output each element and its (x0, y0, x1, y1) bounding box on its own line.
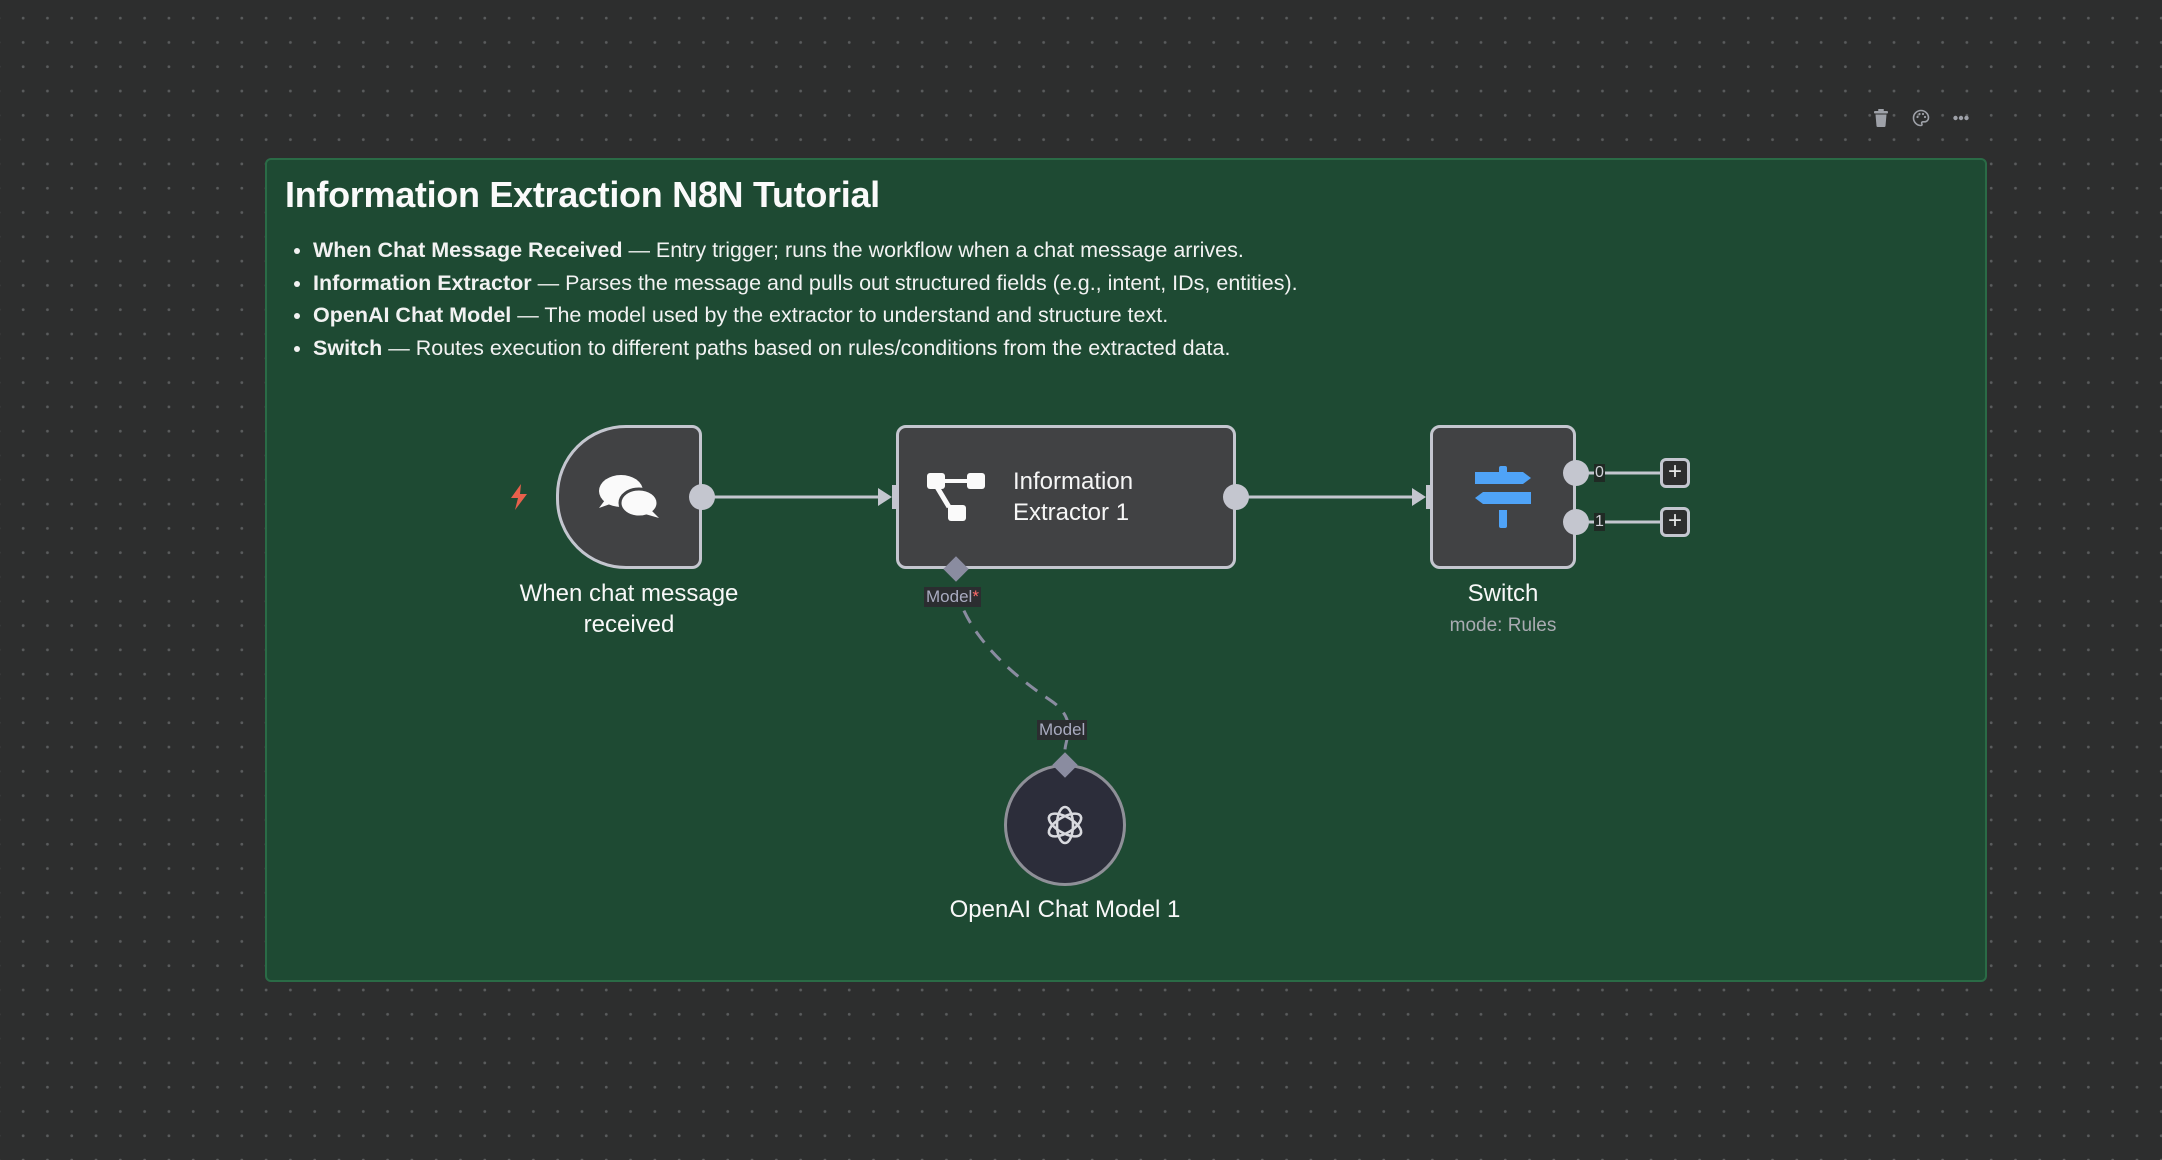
list-item-term: When Chat Message Received (313, 238, 623, 262)
more-options-button[interactable] (1952, 108, 1970, 128)
node-label-trigger: When chat message received (496, 578, 762, 640)
list-item: OpenAI Chat Model — The model used by th… (313, 299, 1298, 332)
node-switch[interactable] (1430, 425, 1576, 569)
sticky-note-title: Information Extraction N8N Tutorial (285, 174, 880, 215)
signpost-icon (1475, 466, 1531, 528)
tree-structure-icon (927, 473, 985, 521)
sticky-note-list: When Chat Message Received — Entry trigg… (289, 234, 1298, 364)
port-label-model-required: Model* (924, 587, 981, 607)
trigger-output-handle[interactable] (689, 484, 715, 510)
trash-icon (1874, 109, 1888, 127)
node-label-line: Extractor 1 (1013, 499, 1130, 526)
sticky-toolbar (1872, 108, 1970, 128)
more-horizontal-icon (1953, 115, 1969, 121)
list-item-description: — Entry trigger; runs the workflow when … (622, 238, 1244, 262)
palette-icon (1912, 109, 1930, 127)
chat-bubbles-icon (599, 475, 660, 519)
node-subtitle-switch: mode: Rules (1449, 615, 1557, 636)
color-button[interactable] (1912, 108, 1930, 128)
node-label-line: When chat message (519, 580, 739, 607)
output-index-label: 1 (1594, 513, 1605, 531)
list-item-term: Information Extractor (313, 270, 532, 295)
extractor-output-handle[interactable] (1223, 484, 1249, 510)
port-label-model: Model (1037, 720, 1088, 740)
list-item-description: — Routes execution to different paths ba… (382, 335, 1231, 360)
list-item-term: OpenAI Chat Model (313, 303, 512, 327)
openai-icon (1047, 805, 1083, 845)
switch-output-handle-0[interactable] (1563, 460, 1589, 486)
port-label-text: Model (926, 587, 973, 606)
node-information-extractor[interactable]: Information Extractor 1 (896, 425, 1236, 569)
list-item: Information Extractor — Parses the messa… (313, 267, 1298, 300)
delete-button[interactable] (1872, 108, 1890, 128)
list-item: When Chat Message Received — Entry trigg… (313, 234, 1298, 267)
node-label-line: received (583, 611, 675, 638)
list-item-term: Switch (313, 335, 383, 360)
node-label-line: Information (1013, 468, 1134, 495)
switch-output-handle-1[interactable] (1563, 509, 1589, 535)
node-label-switch: Switch (1467, 580, 1539, 607)
add-node-output-1-button[interactable]: + (1660, 507, 1690, 537)
add-node-output-0-button[interactable]: + (1660, 458, 1690, 488)
list-item-description: — The model used by the extractor to und… (511, 303, 1169, 327)
lightning-bolt-icon (511, 484, 527, 510)
sticky-note[interactable]: Information Extraction N8N Tutorial When… (265, 158, 1987, 982)
output-index-label: 0 (1594, 464, 1605, 482)
node-when-chat-message-received[interactable] (556, 425, 702, 569)
node-label-openai-chat-model: OpenAI Chat Model 1 (949, 896, 1181, 923)
node-openai-chat-model[interactable] (1004, 764, 1126, 886)
list-item: Switch — Routes execution to different p… (313, 332, 1298, 365)
node-title: Information Extractor 1 (1013, 466, 1133, 528)
required-marker: * (972, 587, 979, 606)
list-item-description: — Parses the message and pulls out struc… (531, 270, 1298, 295)
